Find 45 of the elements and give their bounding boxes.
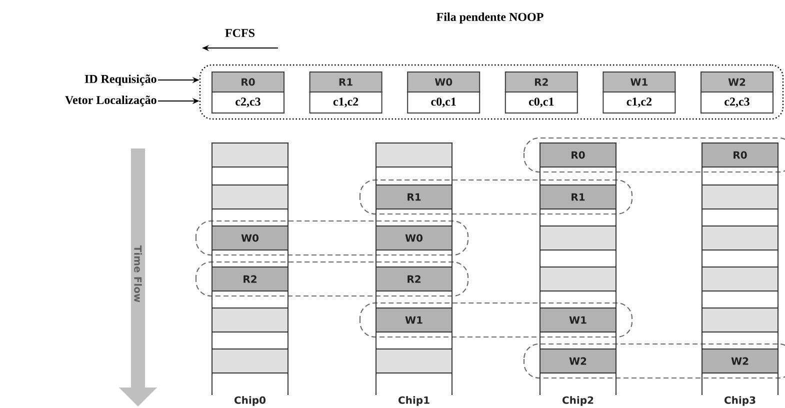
queue-cell: W0 c0,c1 xyxy=(407,72,480,114)
node-label: R1 xyxy=(339,78,352,86)
empty-slot xyxy=(702,266,778,292)
request-slot: W1 xyxy=(540,308,616,332)
chip-label: Chip0 xyxy=(234,396,266,406)
request-slot: R0 xyxy=(702,142,778,168)
queue-cell: R1 c1,c2 xyxy=(309,72,382,114)
node-label: W2 xyxy=(728,78,746,86)
empty-slot xyxy=(212,308,288,332)
node-label: W1 xyxy=(630,78,648,86)
pending-queue xyxy=(199,64,784,120)
chip-label: Chip2 xyxy=(562,396,594,406)
queue-cell: W2 c2,c3 xyxy=(700,72,774,114)
empty-slot xyxy=(702,184,778,210)
chip-label: Chip3 xyxy=(724,396,756,406)
node-label: W0 xyxy=(434,78,452,86)
row-label: Vetor Localização xyxy=(65,96,156,106)
request-slot: R1 xyxy=(540,184,616,210)
request-slot: W2 xyxy=(540,348,616,374)
empty-slot xyxy=(540,266,616,292)
request-slot: R2 xyxy=(376,266,452,292)
request-slot: W0 xyxy=(376,226,452,250)
empty-slot xyxy=(212,348,288,374)
queue-cell: W1 c1,c2 xyxy=(602,72,676,114)
chip-label: Chip1 xyxy=(398,396,430,406)
node-label: R0 xyxy=(242,78,255,86)
request-slot: W1 xyxy=(376,308,452,332)
empty-slot xyxy=(702,226,778,250)
empty-slot xyxy=(702,308,778,332)
row-label: ID Requisição xyxy=(84,74,156,86)
queue-cell: R0 c2,c3 xyxy=(212,72,284,114)
empty-slot xyxy=(376,348,452,374)
order-label: FCFS xyxy=(225,28,254,38)
empty-slot xyxy=(212,184,288,210)
empty-slot xyxy=(540,226,616,250)
request-slot: W2 xyxy=(702,348,778,374)
request-slot: R2 xyxy=(212,266,288,292)
request-slot: W0 xyxy=(212,226,288,250)
empty-slot xyxy=(212,142,288,168)
empty-slot xyxy=(376,142,452,168)
title: Fila pendente NOOP xyxy=(436,12,544,24)
node-label: R2 xyxy=(535,78,548,86)
request-slot: R1 xyxy=(376,184,452,210)
queue-cell: R2 c0,c1 xyxy=(504,72,578,114)
request-slot: R0 xyxy=(540,142,616,168)
